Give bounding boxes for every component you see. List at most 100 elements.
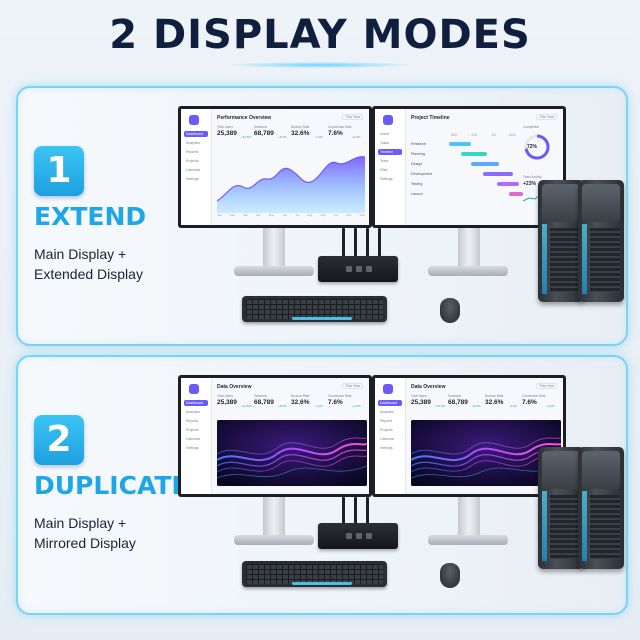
gantt-month: MAY — [451, 133, 458, 137]
sidebar-item: Files — [380, 168, 388, 172]
month-tick: Oct — [333, 213, 339, 217]
gantt-row: Development — [411, 171, 561, 179]
gantt-month: JUN — [471, 133, 478, 137]
task-bar — [449, 142, 471, 146]
stat-delta: +12.5% — [241, 404, 252, 408]
mode-desc-line: Mirrored Display — [34, 535, 136, 551]
app-logo-icon — [383, 115, 393, 125]
month-tick: Aug — [307, 213, 313, 217]
area-chart — [217, 156, 365, 213]
mouse — [440, 563, 460, 588]
sidebar-item: Calendar — [186, 437, 201, 441]
video-cable — [366, 228, 369, 258]
sidebar-item: Team — [380, 159, 389, 163]
sidebar-item: Settings — [380, 177, 393, 181]
task-label: Research — [411, 142, 427, 146]
sidebar-item: Projects — [186, 428, 199, 432]
stat-label: Bounce Rate — [291, 394, 310, 398]
month-tick: Feb — [229, 213, 235, 217]
stat-label: Conversion Rate — [328, 125, 352, 129]
task-label: Testing — [411, 182, 423, 186]
timeline-screen: Home Tasks Timeline Team Files Settings … — [375, 109, 563, 225]
task-label: Design — [411, 162, 423, 166]
gantt-month: JUL — [491, 133, 497, 137]
mode-desc-line: Main Display + — [34, 515, 127, 531]
stat-delta: +12.5% — [435, 404, 446, 408]
dashboard-screen: Dashboard Analytics Reports Projects Cal… — [181, 109, 369, 225]
period-filter: This Year — [536, 383, 557, 389]
sidebar-item: Timeline — [378, 149, 402, 155]
video-cable — [342, 497, 345, 527]
progress-label: Completion — [523, 125, 540, 129]
monitor-stand — [263, 497, 285, 537]
mode-name: DUPLICATE — [34, 471, 189, 500]
stat-delta: +2.3% — [546, 404, 555, 408]
stat-delta: +2.3% — [352, 135, 361, 139]
data-overview-screen: Dashboard Analytics Reports Projects Cal… — [181, 378, 369, 494]
stat-label: Sessions — [448, 394, 461, 398]
progress-value: 72% — [527, 144, 538, 150]
mirrored-monitor: Dashboard Analytics Reports Projects Cal… — [372, 375, 566, 497]
monitor-stand-base — [234, 535, 314, 545]
video-cable — [354, 228, 357, 258]
keyboard-backlight — [292, 317, 352, 320]
sidebar-item: Reports — [186, 150, 199, 154]
kvm-port — [366, 533, 372, 539]
gantt-row: Design — [411, 161, 561, 169]
month-tick: Apr — [256, 213, 261, 217]
screen-title: Data Overview — [217, 384, 252, 390]
trend-value: +23% — [523, 181, 536, 187]
wave-wallpaper-image — [411, 420, 561, 486]
computer-tower — [538, 180, 584, 302]
tower-top-panel — [582, 184, 620, 222]
tower-light-strip — [582, 491, 587, 561]
task-bar — [471, 162, 499, 166]
stat-card: Sessions 68,789 +8.2% — [254, 394, 288, 416]
stat-value: 25,389 — [411, 399, 431, 406]
stat-value: 32.6% — [485, 399, 504, 406]
tower-light-strip — [542, 224, 547, 294]
stat-label: Bounce Rate — [291, 125, 310, 129]
sidebar-item: Settings — [186, 177, 199, 181]
stat-card: Conversion Rate 7.6% +2.3% — [522, 394, 556, 416]
gantt-month: AUG — [509, 133, 516, 137]
stat-delta: -4.1% — [315, 135, 323, 139]
screen-sidebar: Dashboard Analytics Reports Projects Cal… — [181, 378, 212, 494]
month-tick: Mar — [242, 213, 249, 217]
mode-panel-extend: 1 EXTEND Main Display + Extended Display… — [16, 86, 628, 346]
gantt-row: Planning — [411, 151, 561, 159]
app-logo-icon — [383, 384, 393, 394]
period-filter: This Year — [536, 114, 557, 120]
kvm-port — [346, 266, 352, 272]
stat-value: 7.6% — [328, 399, 343, 406]
stat-label: Total Users — [217, 125, 233, 129]
chart-area-line — [217, 156, 365, 202]
stat-label: Total Users — [411, 394, 427, 398]
sidebar-item: Dashboard — [184, 400, 208, 406]
month-tick: Sep — [320, 213, 326, 217]
tower-top-panel — [542, 451, 580, 489]
stat-card: Total Users 25,389 +12.5% — [411, 394, 445, 416]
kvm-port — [366, 266, 372, 272]
screen-sidebar: Home Tasks Timeline Team Files Settings — [375, 109, 406, 225]
stat-value: 7.6% — [328, 130, 343, 137]
stat-delta: -4.1% — [509, 404, 517, 408]
sidebar-item: Projects — [186, 159, 199, 163]
task-bar — [497, 182, 519, 186]
stat-card: Sessions 68,789 +8.2% — [448, 394, 482, 416]
stat-label: Conversion Rate — [328, 394, 352, 398]
main-monitor: Dashboard Analytics Reports Projects Cal… — [178, 106, 372, 228]
month-tick: Jul — [295, 213, 300, 217]
stat-value: 32.6% — [291, 399, 310, 406]
sidebar-item: Calendar — [186, 168, 201, 172]
stat-card: Total Users 25,389 +12.5% — [217, 125, 251, 147]
stat-value: 25,389 — [217, 130, 237, 137]
stat-value: 25,389 — [217, 399, 237, 406]
sidebar-item: Calendar — [380, 437, 395, 441]
sidebar-item: Analytics — [186, 410, 201, 414]
wave-wallpaper-image — [217, 420, 367, 486]
month-tick: Nov — [346, 213, 352, 217]
mode-panel-duplicate: 2 DUPLICATE Main Display + Mirrored Disp… — [16, 355, 628, 615]
stat-card: Conversion Rate 7.6% +2.3% — [328, 394, 362, 416]
tower-vent — [590, 495, 620, 559]
